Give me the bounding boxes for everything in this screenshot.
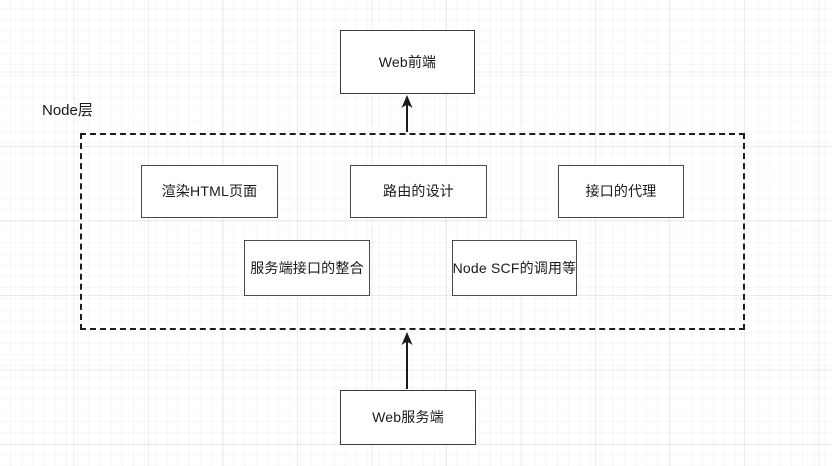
node-layer-container bbox=[80, 133, 745, 330]
layer-item-box[interactable]: 路由的设计 bbox=[350, 165, 487, 218]
layer-item-box[interactable]: 渲染HTML页面 bbox=[141, 165, 278, 218]
arrow-layer-to-web-frontend bbox=[401, 95, 413, 132]
layer-item-label: 接口的代理 bbox=[585, 183, 657, 200]
layer-item-box[interactable]: Node SCF的调用等 bbox=[452, 240, 577, 296]
layer-item-label: Node SCF的调用等 bbox=[452, 259, 577, 276]
arrow-web-backend-to-layer bbox=[401, 332, 413, 389]
node-web-frontend[interactable]: Web前端 bbox=[340, 30, 475, 94]
layer-label-node: Node层 bbox=[42, 102, 93, 119]
layer-item-box[interactable]: 接口的代理 bbox=[558, 165, 684, 218]
layer-item-label: 渲染HTML页面 bbox=[161, 183, 258, 200]
layer-item-box[interactable]: 服务端接口的整合 bbox=[244, 240, 370, 296]
node-web-backend[interactable]: Web服务端 bbox=[340, 390, 476, 445]
node-web-backend-label: Web服务端 bbox=[372, 409, 444, 426]
layer-item-label: 服务端接口的整合 bbox=[250, 259, 364, 276]
node-web-frontend-label: Web前端 bbox=[378, 53, 437, 70]
layer-item-label: 路由的设计 bbox=[383, 183, 454, 200]
